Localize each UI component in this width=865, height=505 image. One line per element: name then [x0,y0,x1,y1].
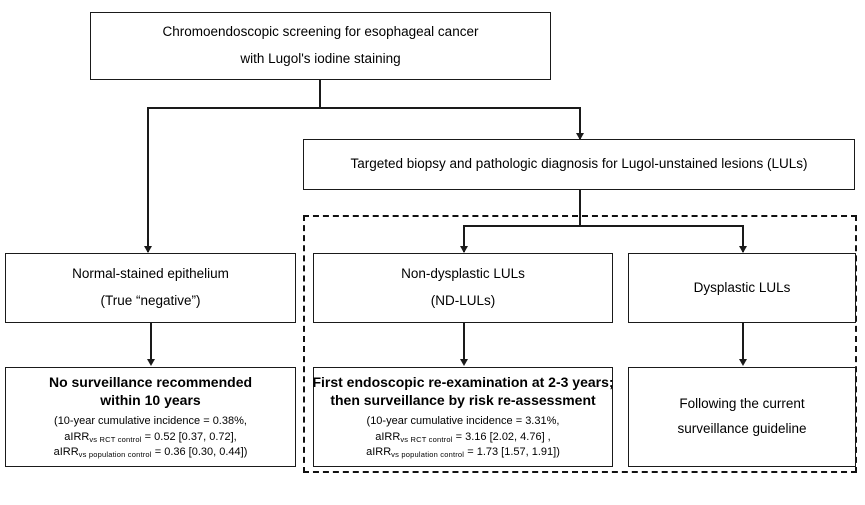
airr-value-rct: = 3.16 [2.02, 4.76] , [455,430,551,443]
arrowhead-to-first-exam [459,359,468,366]
node-chromoendoscopic-screening: Chromoendoscopic screening for esophagea… [90,12,551,80]
guideline-line2: surveillance guideline [677,421,807,436]
connector-to-dysplastic [742,225,744,252]
arrowhead-to-no-surveillance [146,359,155,366]
node-non-dysplastic-line1: Non-dysplastic LULs [401,266,525,282]
airr-label-rct: aIRR [375,430,401,443]
node-following-current-guideline: Following the current surveillance guide… [628,367,856,467]
connector-to-biopsy [579,107,581,139]
no-surveillance-heading-line1: No surveillance recommended [48,373,253,390]
no-surveillance-stat-incidence: (10-year cumulative incidence = 0.38%, [54,415,247,428]
node-normal-line2: (True “negative”) [100,293,201,308]
no-surveillance-stat-airr-rct: aIRRvs RCT control = 0.52 [0.37, 0.72], [54,430,248,446]
airr-value-population: = 0.36 [0.30, 0.44]) [154,446,248,459]
node-dysplastic-line1: Dysplastic LULs [693,279,791,295]
first-exam-heading-line1: First endoscopic re-examination at 2-3 y… [312,373,614,390]
no-surveillance-stat-airr-population: aIRRvs population control = 0.36 [0.30, … [54,445,248,461]
first-exam-heading-line2: then surveillance by risk re-assessment [330,392,596,409]
arrowhead-to-normal-stained [143,246,152,253]
arrowhead-to-biopsy [575,133,584,140]
node-screening-line1: Chromoendoscopic screening for esophagea… [162,24,479,40]
connector-biopsy-stem [579,190,581,226]
connector-to-non-dysplastic [463,225,465,252]
connector-lul-split-bar [463,225,743,227]
arrowhead-to-non-dysplastic [459,246,468,253]
connector-dys-to-guideline [742,323,744,360]
guideline-line1: Following the current [679,396,805,412]
arrowhead-to-dysplastic [738,246,747,253]
node-non-dysplastic-line2: (ND-LULs) [430,293,496,308]
airr-value-population: = 1.73 [1.57, 1.91]) [467,446,560,459]
node-normal-stained-epithelium: Normal-stained epithelium (True “negativ… [5,253,296,323]
airr-subscript-rct: vs RCT control [400,434,453,444]
node-targeted-biopsy: Targeted biopsy and pathologic diagnosis… [303,139,855,190]
airr-subscript-population: vs population control [78,450,152,460]
node-normal-line1: Normal-stained epithelium [72,266,229,282]
airr-label-population: aIRR [366,446,392,459]
first-exam-stat-incidence: (10-year cumulative incidence = 3.31%, [366,415,560,428]
airr-label-population: aIRR [53,446,79,459]
node-no-surveillance-recommended: No surveillance recommended within 10 ye… [5,367,296,467]
no-surveillance-heading-line2: within 10 years [100,392,201,409]
airr-subscript-population: vs population control [391,450,465,460]
airr-label-rct: aIRR [64,430,90,443]
node-screening-line2: with Lugol's iodine staining [240,51,401,66]
node-dysplastic-luls: Dysplastic LULs [628,253,856,323]
node-first-endoscopic-reexamination: First endoscopic re-examination at 2-3 y… [312,367,614,467]
connector-to-normal-stained [147,107,149,252]
first-exam-stat-airr-rct: aIRRvs RCT control = 3.16 [2.02, 4.76] , [366,430,560,446]
node-biopsy-line1: Targeted biopsy and pathologic diagnosis… [350,156,808,172]
airr-value-rct: = 0.52 [0.37, 0.72], [144,430,237,443]
connector-screening-split-bar [147,107,581,109]
arrowhead-to-guideline [738,359,747,366]
node-non-dysplastic-luls: Non-dysplastic LULs (ND-LULs) [313,253,613,323]
connector-normal-to-no-surveillance [150,323,152,360]
first-exam-heading: First endoscopic re-examination at 2-3 y… [312,373,613,409]
no-surveillance-stats: (10-year cumulative incidence = 0.38%, a… [54,414,248,461]
first-exam-stats: (10-year cumulative incidence = 3.31%, a… [366,414,560,461]
no-surveillance-heading: No surveillance recommended within 10 ye… [49,373,252,409]
first-exam-stat-airr-population: aIRRvs population control = 1.73 [1.57, … [366,445,560,461]
connector-screening-stem [319,80,321,108]
connector-nd-to-first-exam [463,323,465,360]
airr-subscript-rct: vs RCT control [89,434,142,444]
